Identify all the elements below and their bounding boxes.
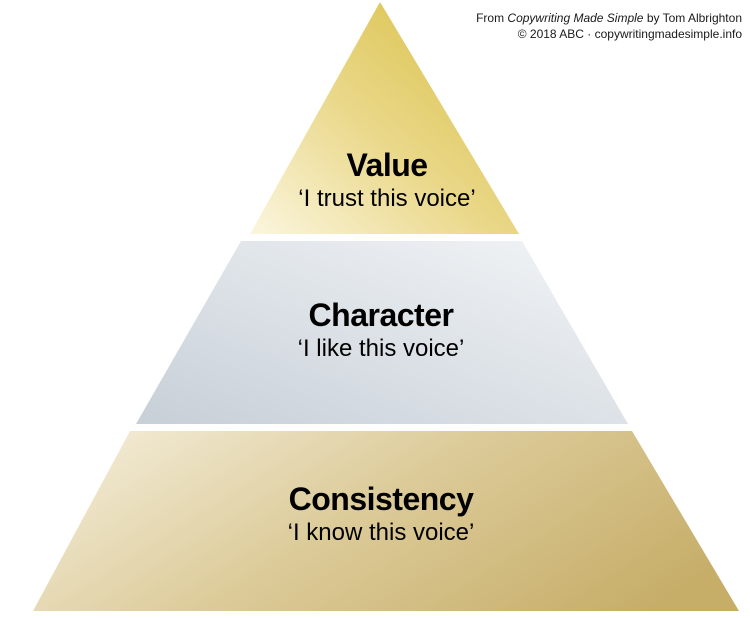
credit-line-2: © 2018 ABC · copywritingmadesimple.info bbox=[517, 27, 742, 41]
credit-line-1: From Copywriting Made Simple by Tom Albr… bbox=[476, 10, 742, 26]
tier-label-value: Value ‘I trust this voice’ bbox=[12, 146, 750, 214]
tier-title-character: Character bbox=[308, 297, 454, 333]
credit-book-title: Copywriting Made Simple bbox=[507, 11, 644, 25]
tier-subtitle-value: ‘I trust this voice’ bbox=[298, 185, 476, 212]
tier-label-character: Character ‘I like this voice’ bbox=[6, 296, 750, 364]
tier-label-consistency: Consistency ‘I know this voice’ bbox=[6, 480, 750, 548]
pyramid-tier-bottom bbox=[33, 431, 739, 611]
tier-subtitle-character: ‘I like this voice’ bbox=[297, 335, 465, 362]
tier-title-value: Value bbox=[346, 147, 428, 183]
image-credit: From Copywriting Made Simple by Tom Albr… bbox=[476, 10, 742, 42]
tier-subtitle-consistency: ‘I know this voice’ bbox=[287, 519, 475, 546]
credit-author: by Tom Albrighton bbox=[643, 11, 742, 25]
pyramid-tier-top bbox=[250, 2, 519, 234]
tier-title-consistency: Consistency bbox=[288, 481, 474, 517]
pyramid-tier-middle bbox=[136, 241, 628, 424]
credit-prefix: From bbox=[476, 11, 508, 25]
